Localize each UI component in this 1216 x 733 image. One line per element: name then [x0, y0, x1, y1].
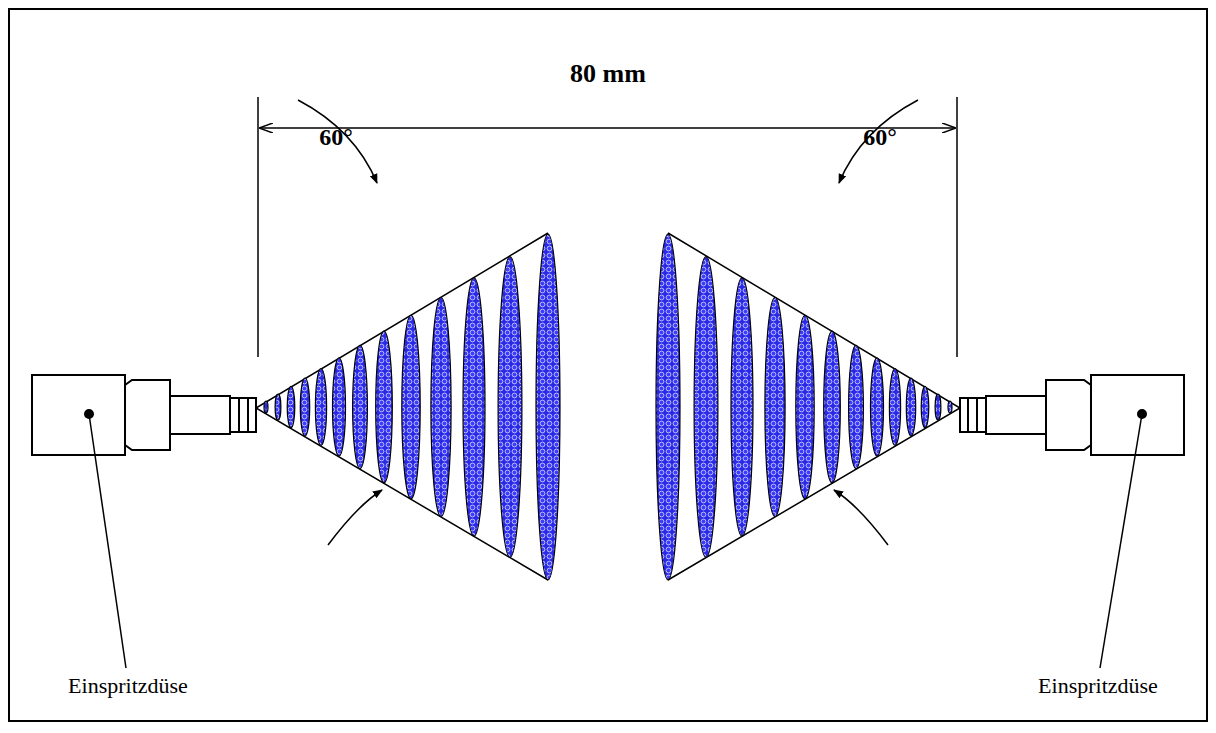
spray-ellipse [824, 331, 841, 483]
spray-ellipse [264, 401, 268, 413]
nozzle-left [32, 375, 256, 455]
leader-line [89, 414, 1142, 668]
spray-ellipse [402, 315, 420, 499]
angle-arrow [298, 100, 918, 545]
spray-ellipse [536, 234, 560, 580]
spray-ellipse [353, 345, 368, 468]
spray-cone [256, 233, 960, 580]
spray-ellipse [300, 378, 309, 436]
spray-ellipse [315, 369, 326, 446]
spray-ellipse [871, 358, 884, 456]
spray-ellipse [796, 315, 814, 499]
spray-ellipse [333, 358, 346, 456]
angle-label: 60° [319, 124, 353, 150]
spray-ellipse [287, 386, 295, 427]
spray-ellipse [849, 345, 864, 468]
nozzle-right [960, 375, 1184, 455]
spray-ellipse [463, 278, 485, 536]
spray-ellipse [376, 331, 393, 483]
part-name: Einspritzdüse [68, 674, 188, 698]
dimension [258, 97, 957, 357]
spray-droplets [264, 234, 952, 580]
part-name: Einspritzdüse [1038, 674, 1158, 698]
spray-ellipse [889, 369, 900, 446]
spray-ellipse [656, 234, 680, 580]
spray-ellipse [935, 394, 941, 420]
spray-ellipse [431, 297, 451, 516]
spray-ellipse [948, 401, 952, 413]
spray-ellipse [731, 278, 753, 536]
spray-ellipse [921, 386, 929, 427]
spray-ellipse [694, 257, 718, 558]
spray-ellipse [275, 394, 281, 420]
dimension-label: 80 mm [570, 60, 646, 89]
spray-ellipse [765, 297, 785, 516]
spray-ellipse [498, 257, 522, 558]
frame [9, 9, 1207, 721]
spray-ellipse [906, 378, 915, 436]
angle-label: 60° [863, 124, 897, 150]
